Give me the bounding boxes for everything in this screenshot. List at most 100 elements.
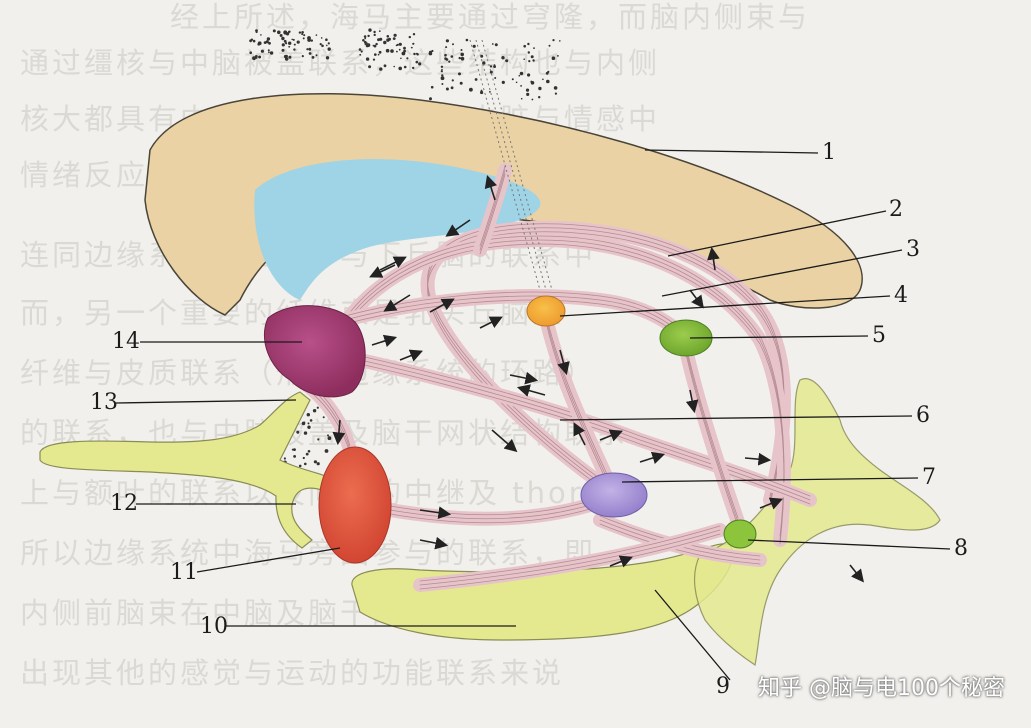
dot (430, 85, 434, 89)
brainstem-region-shape (694, 378, 941, 666)
dot (266, 37, 271, 41)
dot (546, 79, 550, 84)
dot (249, 39, 253, 43)
label-8: 8 (954, 536, 968, 561)
watermark: 知乎 @脑与电100个秘密 (758, 676, 1005, 701)
ventricle-shape (254, 159, 541, 300)
diffuse-projection-dots (249, 28, 561, 477)
fiber-strand (359, 355, 811, 497)
fiber-strand (389, 508, 591, 524)
dot (304, 462, 307, 466)
dot (372, 44, 375, 47)
dot (398, 48, 401, 51)
dot (277, 30, 281, 35)
dot (518, 74, 521, 77)
label-13: 13 (90, 390, 118, 415)
dot (448, 60, 451, 63)
dot (368, 65, 372, 69)
dot (445, 39, 449, 43)
interpeduncular-node (723, 519, 757, 549)
direction-arrow (371, 334, 398, 348)
dot (460, 49, 463, 51)
dot (377, 38, 380, 42)
dot (249, 51, 252, 54)
dot (281, 43, 285, 47)
dot (359, 53, 362, 56)
direction-arrow (516, 384, 546, 397)
fiber-strand (339, 239, 785, 541)
dot (366, 43, 371, 47)
dot (501, 80, 505, 84)
dot (428, 51, 433, 56)
fiber-strand (339, 243, 785, 545)
dot (305, 452, 309, 456)
dot (403, 46, 406, 50)
dot (283, 54, 288, 59)
dot (281, 48, 285, 52)
fiber-strand (427, 223, 785, 497)
dot (258, 55, 262, 59)
direction-arrow (639, 451, 666, 465)
dot (489, 65, 493, 68)
fiber-strand (359, 363, 811, 505)
dot (403, 49, 406, 53)
dot (383, 40, 387, 45)
dot (306, 48, 309, 51)
direction-arrow (399, 349, 423, 362)
dot (459, 81, 463, 85)
dot (474, 78, 478, 81)
fiber-strand (545, 313, 611, 482)
dot (287, 30, 291, 34)
dot (532, 59, 535, 62)
fiber-strand (479, 173, 506, 255)
direction-arrow (479, 316, 503, 329)
olfactory-bulb-shape (39, 391, 331, 549)
dot (283, 39, 287, 43)
dot (489, 91, 491, 93)
dot (325, 38, 328, 41)
dot (269, 51, 274, 55)
dot (301, 31, 304, 34)
fiber-strand (685, 349, 739, 523)
dot (312, 409, 317, 413)
dot (378, 50, 382, 54)
dot (519, 71, 524, 76)
dot (377, 53, 380, 56)
dot (452, 43, 454, 46)
dot (260, 34, 262, 36)
dot (559, 40, 561, 42)
amygdala-node (263, 305, 366, 398)
dot (538, 96, 541, 99)
fiber-strand (339, 235, 785, 537)
dot (324, 449, 329, 453)
dot (293, 43, 296, 46)
dot (301, 55, 304, 58)
label-10: 10 (200, 614, 228, 639)
dot (307, 450, 311, 453)
direction-arrow (332, 419, 346, 446)
dot (440, 70, 443, 73)
dot (325, 56, 330, 60)
dot (327, 434, 329, 437)
dot (450, 86, 454, 90)
dot (465, 38, 469, 42)
fiber-strand (685, 345, 739, 519)
dot (315, 54, 318, 57)
dot (494, 77, 497, 79)
dot (527, 51, 530, 54)
dot (281, 36, 285, 41)
label-1: 1 (822, 140, 836, 165)
label-11: 11 (170, 560, 198, 585)
dot (545, 71, 549, 75)
direction-arrow (707, 246, 720, 271)
hypothalamus-node (318, 446, 392, 564)
dot (267, 49, 270, 52)
ascending-projection-lines (469, 39, 553, 291)
dot (308, 47, 312, 51)
dot (293, 48, 296, 51)
dot (431, 49, 434, 53)
dot (365, 42, 368, 44)
direction-arrow (419, 506, 452, 519)
dot (313, 460, 317, 464)
dot (383, 64, 387, 68)
